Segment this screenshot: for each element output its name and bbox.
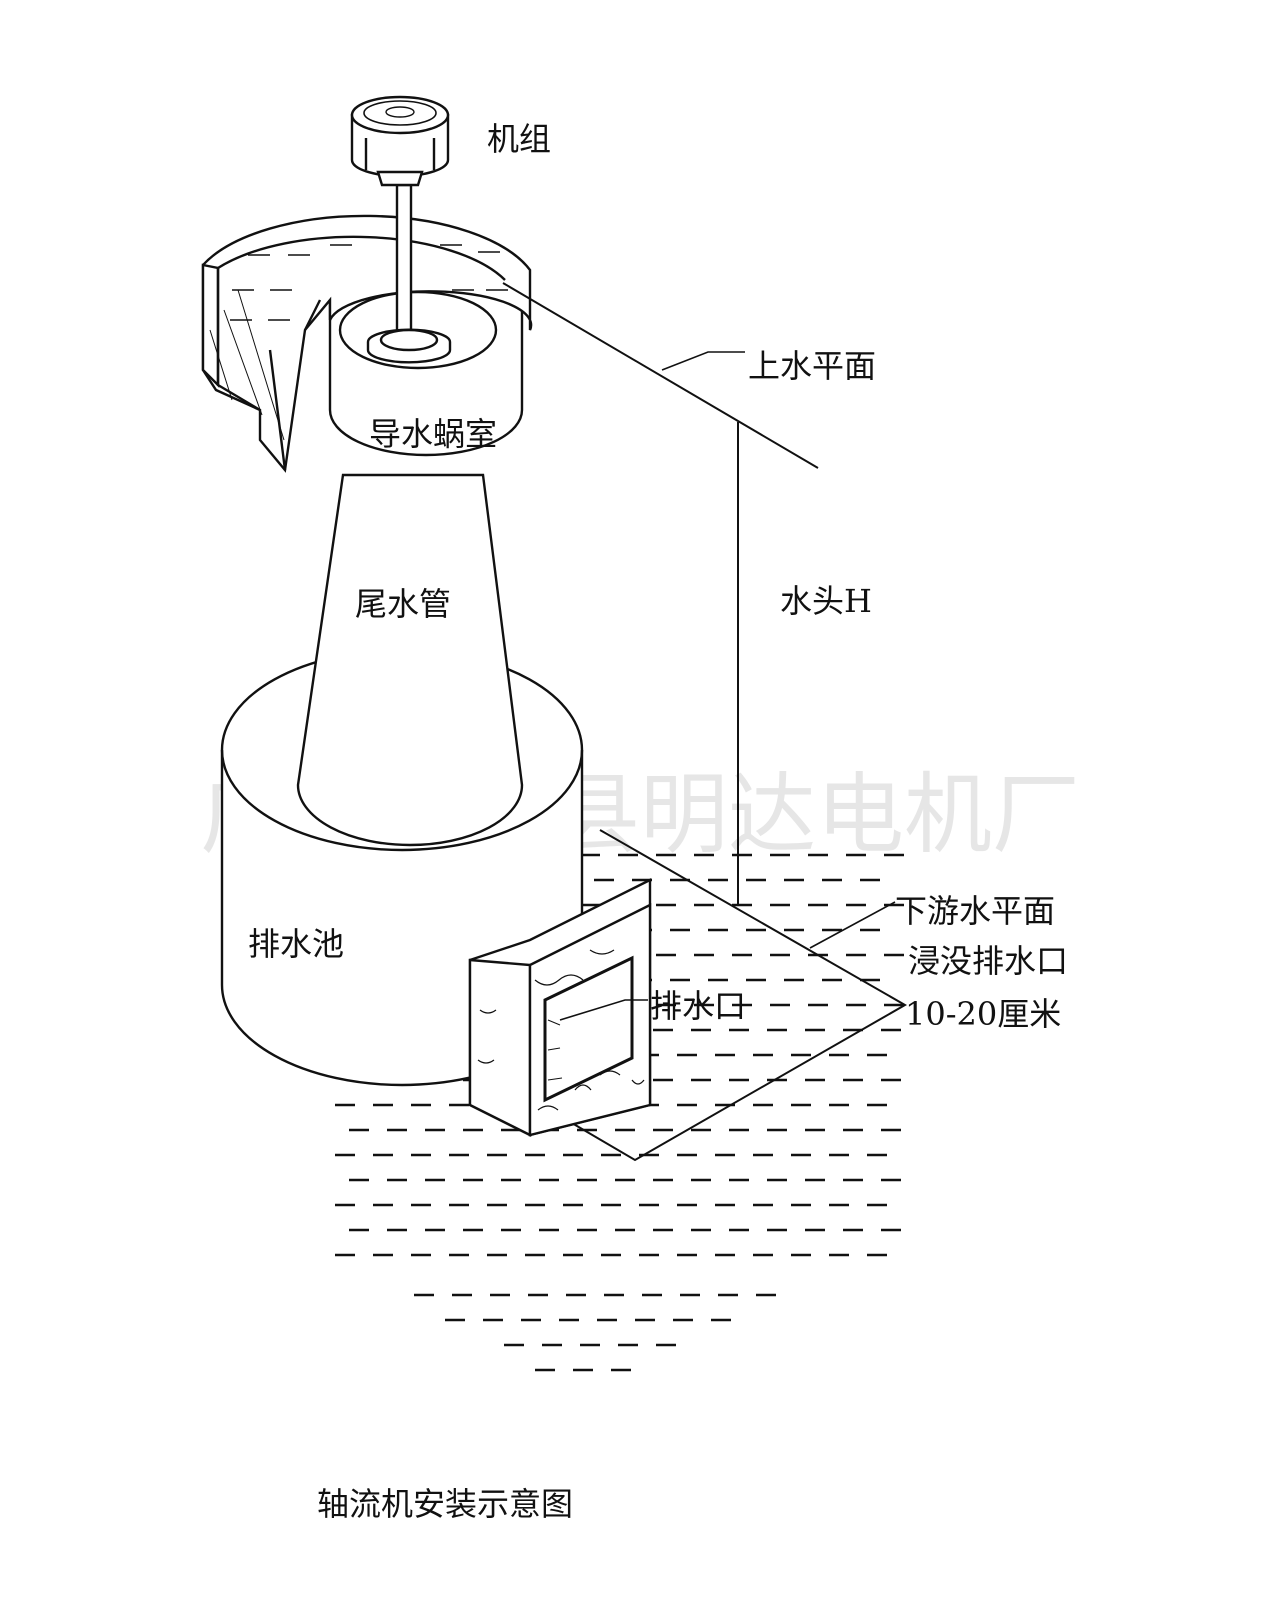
generator-unit [350,95,450,187]
label-guide-volute: 导水蜗室 [369,415,497,453]
label-submerge-outlet: 浸没排水口 [908,942,1068,980]
label-head-h: 水头H [780,582,872,620]
label-submerge-depth: 10-20厘米 [905,995,1061,1033]
upper-water-level-line [502,282,819,469]
diagram-title: 轴流机安装示意图 [317,1485,573,1523]
label-drain-tank: 排水池 [248,925,344,963]
water-dash-pattern [335,853,904,1372]
unit-shaft [366,183,452,364]
outlet-box [468,878,652,1137]
leader-lines [559,351,896,1021]
draft-tube [296,473,524,847]
label-draft-tube: 尾水管 [355,585,451,623]
label-upper-water-level: 上水平面 [748,347,876,385]
label-unit: 机组 [487,120,551,158]
label-outlet: 排水口 [650,987,746,1025]
label-downstream-level: 下游水平面 [895,892,1055,930]
